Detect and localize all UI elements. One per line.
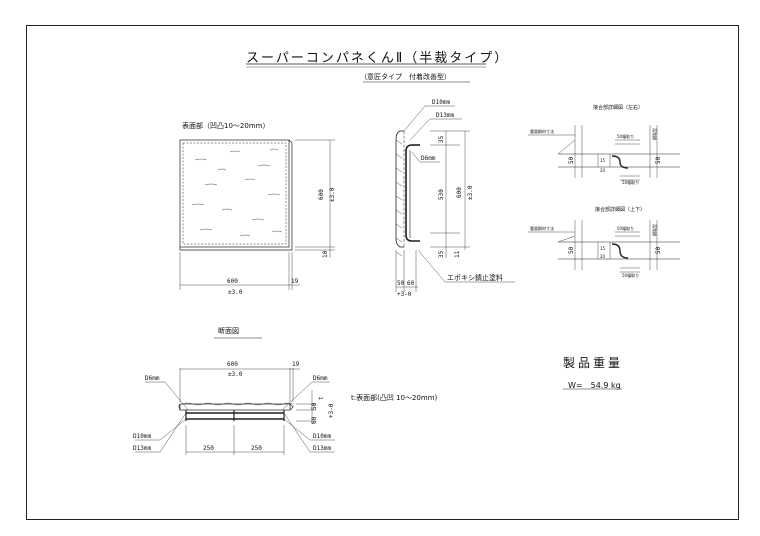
section-width-dim: 600	[227, 361, 238, 368]
joint-lr-inner-note: 50幅取り	[617, 133, 634, 139]
section-d50: 50	[311, 402, 318, 410]
section-span1: 250	[203, 445, 214, 452]
joint-lr-note-left: 重量鋼材寸法	[530, 128, 554, 134]
joint-lr-d15: 15	[600, 158, 606, 163]
section-d13-left: D13mm	[133, 445, 151, 452]
side-view	[395, 105, 515, 292]
joint-lr-d50-left: 50	[568, 156, 575, 164]
side-bottom-tol: +3-0	[397, 291, 412, 298]
section-d60: 60	[311, 416, 318, 424]
weight-title: 製品重量	[563, 356, 624, 370]
side-d13-label: D13mm	[436, 112, 454, 119]
joint-tb-d20: 20	[600, 254, 606, 259]
joint-lr-inner-note2: 50幅取り	[622, 179, 639, 185]
joint-tb-detail	[528, 220, 680, 273]
front-height-tol: ±3.0	[329, 187, 336, 202]
side-dim-600: 600	[456, 187, 463, 198]
joint-tb-title: 接合部詳細図（上下）	[595, 207, 646, 213]
joint-lr-note-right: 鋼製型	[651, 128, 657, 140]
section-d10-right: D10mm	[313, 433, 331, 440]
joint-lr-d50-right: 50	[655, 156, 662, 164]
side-dim-530: 530	[438, 189, 445, 200]
joint-tb-note-left: 重量鋼材寸法	[530, 225, 554, 231]
joint-tb-inner-note2: 50幅取り	[622, 272, 639, 278]
front-width-tol: ±3.0	[228, 289, 243, 296]
joint-tb-note-right: 鋼製型	[651, 224, 657, 236]
joint-lr-d20: 20	[600, 168, 606, 173]
side-d6-label: D6mm	[421, 155, 436, 162]
section-tol: +3-0	[328, 403, 335, 418]
joint-tb-d50-left: 50	[568, 246, 575, 254]
side-dim-50: 50	[397, 280, 405, 287]
side-dim-35-bottom: 35	[438, 250, 445, 258]
section-width-tol: ±3.0	[228, 371, 243, 378]
joint-tb-d15: 15	[600, 246, 606, 251]
side-dim-600-tol: ±3.0	[467, 185, 474, 200]
joint-lr-detail	[528, 125, 680, 181]
side-dim-11: 11	[454, 250, 461, 258]
side-dim-35-top: 35	[438, 135, 445, 143]
section-edge-dim: 19	[292, 361, 300, 368]
front-view	[179, 139, 335, 290]
drawing-title: スーパーコンパネくんⅡ（半裁タイプ）	[246, 51, 510, 66]
section-d13-right: D13mm	[313, 445, 331, 452]
section-d6-right: D6mm	[313, 375, 328, 382]
joint-tb-inner-note: 50幅取り	[617, 225, 634, 231]
section-view-label: 断面図	[218, 327, 239, 335]
side-dim-60: 60	[407, 280, 415, 287]
front-height-dim: 600	[318, 189, 325, 200]
section-d6-left: D6mm	[145, 375, 160, 382]
weight-value: W= 54.9 kg	[568, 381, 621, 390]
drawing-frame	[26, 25, 739, 520]
front-width-dim: 600	[227, 278, 238, 285]
joint-lr-title: 接合部詳細図（左右）	[593, 105, 644, 111]
drawing-subtitle: （意匠タイプ 付着改善型）	[360, 73, 451, 81]
section-t: t	[318, 396, 325, 400]
section-d10-left: D10mm	[133, 433, 151, 440]
front-edge-dim: 19	[291, 278, 299, 285]
front-bottom-dim: 10	[322, 250, 329, 258]
front-view-label: 表面部（凹凸10～20mm）	[182, 122, 270, 130]
side-coating-label: エポキシ錆止塗料	[447, 273, 503, 282]
section-span2: 250	[251, 445, 262, 452]
joint-tb-d50-right: 50	[655, 246, 662, 254]
section-view	[135, 337, 335, 455]
section-note: t:表面部(凸凹 10～20mm)	[351, 394, 438, 402]
side-d10-label: D10mm	[432, 99, 450, 106]
